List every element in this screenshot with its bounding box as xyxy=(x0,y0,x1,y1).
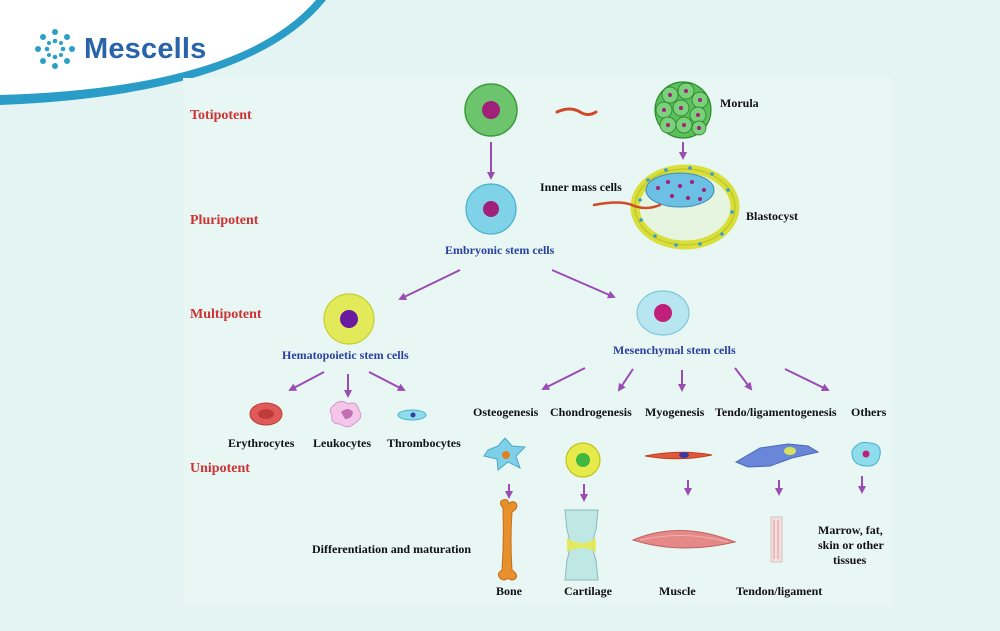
myocyte-cell xyxy=(644,451,713,460)
arrow-msc-to-tendo xyxy=(734,367,753,391)
level-totipotent: Totipotent xyxy=(190,108,252,123)
level-multipotent: Multipotent xyxy=(190,307,262,322)
label-mesenchymal-stem-cells: Mesenchymal stem cells xyxy=(613,343,736,357)
label-differentiation-maturation: Differentiation and maturation xyxy=(312,542,472,556)
inner-mass-pointer xyxy=(592,201,662,210)
label-myogenesis: Myogenesis xyxy=(645,405,705,419)
label-tendon-ligament: Tendon/ligament xyxy=(736,584,823,598)
label-chondrogenesis: Chondrogenesis xyxy=(550,405,632,419)
morula-cell-cluster xyxy=(654,81,712,139)
tenocyte-cell xyxy=(734,443,820,468)
erythrocyte-cell xyxy=(249,402,283,426)
label-thrombocytes: Thrombocytes xyxy=(387,436,461,450)
arrow-hsc-to-erythrocytes xyxy=(288,371,325,391)
label-tendo-ligamentogenesis: Tendo/ligamentogenesis xyxy=(715,405,837,419)
label-others: Others xyxy=(851,405,887,419)
hematopoietic-stem-cell xyxy=(323,293,375,345)
cartilage-tissue xyxy=(564,509,599,581)
brand-logo[interactable]: Mescells xyxy=(34,28,207,70)
label-others-tissues-line3: tissues xyxy=(833,553,867,567)
logo-icon xyxy=(35,29,75,69)
arrow-hsc-to-thrombocytes xyxy=(368,371,406,391)
label-others-tissues-line1: Marrow, fat, xyxy=(818,523,883,537)
label-inner-mass-cells: Inner mass cells xyxy=(540,180,622,194)
label-leukocytes: Leukocytes xyxy=(313,436,371,450)
label-muscle: Muscle xyxy=(659,584,696,598)
brand-name: Mescells xyxy=(84,32,207,65)
level-pluripotent: Pluripotent xyxy=(190,213,259,228)
label-osteogenesis: Osteogenesis xyxy=(473,405,539,419)
arrow-esc-to-msc xyxy=(551,269,616,299)
arrow-msc-to-chondrogenesis xyxy=(617,368,634,392)
bone-tissue xyxy=(497,499,518,581)
label-blastocyst: Blastocyst xyxy=(746,209,798,223)
arrow-esc-to-hsc xyxy=(398,269,461,300)
label-bone: Bone xyxy=(496,584,523,598)
sperm-cell xyxy=(555,107,598,116)
blastocyst-cell xyxy=(630,164,740,250)
label-hematopoietic-stem-cells: Hematopoietic stem cells xyxy=(282,348,409,362)
chondrocyte-cell xyxy=(565,442,601,478)
arrow-msc-to-osteogenesis xyxy=(541,367,586,390)
muscle-tissue xyxy=(631,529,737,549)
tendon-tissue xyxy=(770,516,783,563)
osteocyte-cell xyxy=(483,437,527,471)
level-unipotent: Unipotent xyxy=(190,461,250,476)
label-cartilage: Cartilage xyxy=(564,584,612,598)
arrow-msc-to-others xyxy=(784,368,830,391)
zygote-cell xyxy=(464,83,518,137)
thrombocyte-cell xyxy=(397,409,427,421)
mesenchymal-stem-cell xyxy=(636,290,690,336)
leukocyte-cell xyxy=(329,400,362,428)
label-morula: Morula xyxy=(720,96,759,110)
label-embryonic-stem-cells: Embryonic stem cells xyxy=(445,243,555,257)
arrows xyxy=(288,142,866,502)
other-progenitor-cell xyxy=(851,441,881,467)
embryonic-stem-cell xyxy=(465,183,517,235)
label-erythrocytes: Erythrocytes xyxy=(228,436,295,450)
label-others-tissues-line2: skin or other xyxy=(818,538,884,552)
